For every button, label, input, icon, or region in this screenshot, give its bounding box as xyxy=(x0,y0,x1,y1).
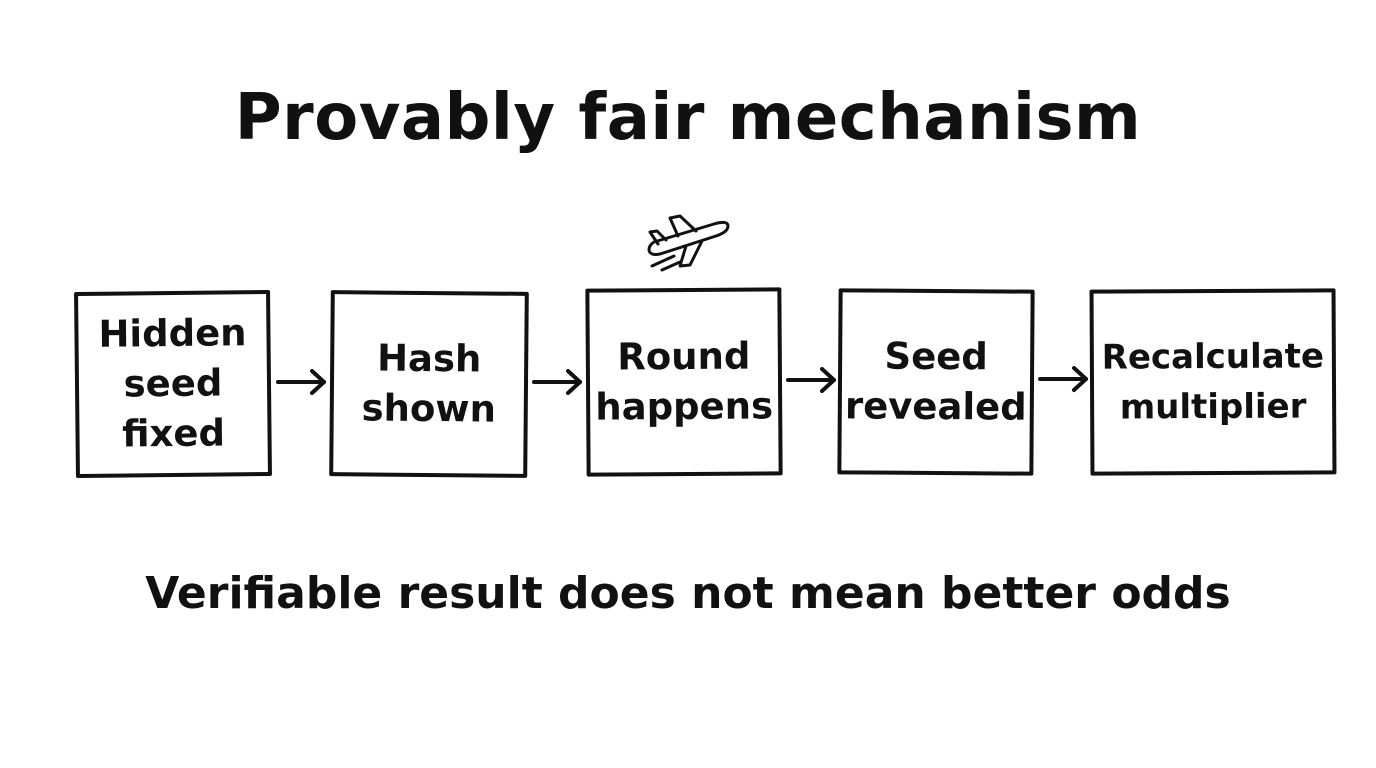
step-box-seed-revealed: Seed revealed xyxy=(837,288,1035,476)
step-label: Recalculate multiplier xyxy=(1101,336,1325,428)
step-label: Hash shown xyxy=(361,336,497,431)
step-box-hash-shown: Hash shown xyxy=(329,290,529,478)
arrow-right-icon xyxy=(532,369,582,395)
diagram-title: Provably fair mechanism xyxy=(234,81,1142,155)
step-box-recalculate-multiplier: Recalculate multiplier xyxy=(1089,288,1337,476)
step-box-round-happens: Round happens xyxy=(585,287,783,477)
step-label: Round happens xyxy=(595,334,774,429)
arrow-right-icon xyxy=(786,367,836,393)
step-box-hidden-seed-fixed: Hidden seed fixed xyxy=(74,289,272,479)
arrow-right-icon xyxy=(1038,366,1088,392)
step-label: Seed revealed xyxy=(844,334,1027,429)
arrow-right-icon xyxy=(276,369,326,395)
diagram-caption: Verifiable result does not mean better o… xyxy=(145,568,1231,619)
step-label: Hidden seed fixed xyxy=(98,311,247,456)
airplane-icon xyxy=(640,210,736,274)
